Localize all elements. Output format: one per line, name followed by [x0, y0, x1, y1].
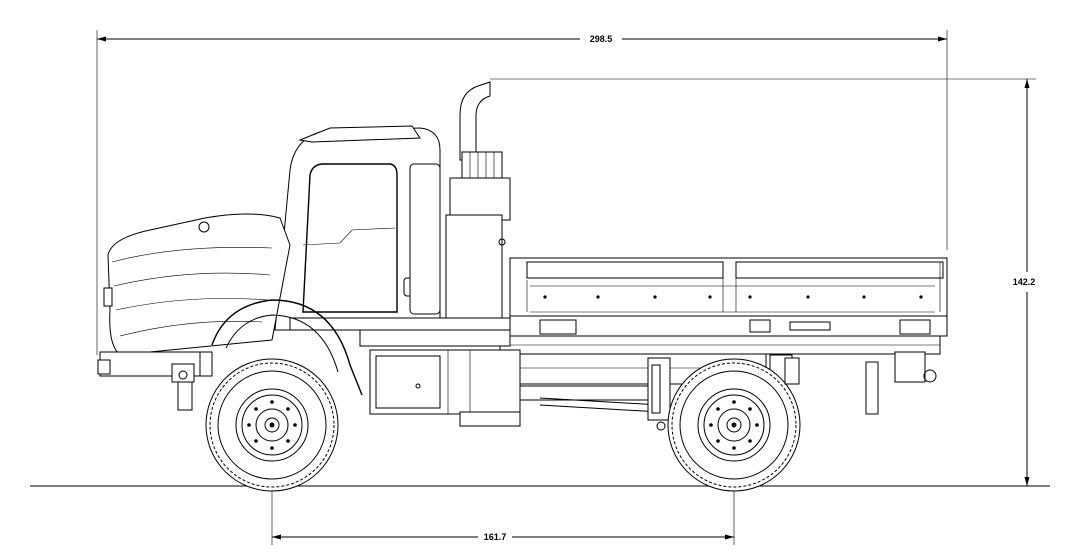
front-wheel [205, 358, 339, 492]
cargo-bed [509, 257, 948, 337]
truck [97, 81, 948, 492]
wheelbase-label: 161.7 [484, 532, 507, 542]
fuel-tank [369, 349, 521, 427]
cab [274, 125, 511, 347]
wheelbase-dimension: 161.7 [271, 420, 735, 545]
overall-height-dimension: 142.2 [490, 78, 1036, 487]
rear-light-bracket [651, 357, 800, 431]
overall-height-label: 142.2 [1013, 277, 1036, 287]
exhaust-stack [445, 81, 511, 321]
overall-length-label: 298.5 [590, 34, 613, 44]
front-bumper [97, 351, 213, 411]
rear-wheel-lug-nuts [709, 400, 759, 450]
front-wheel-lug-nuts [247, 400, 297, 450]
overall-length-dimension: 298.5 [96, 30, 948, 355]
rear-wheel [667, 358, 801, 492]
hood [103, 213, 363, 396]
stake-pockets [543, 295, 923, 299]
